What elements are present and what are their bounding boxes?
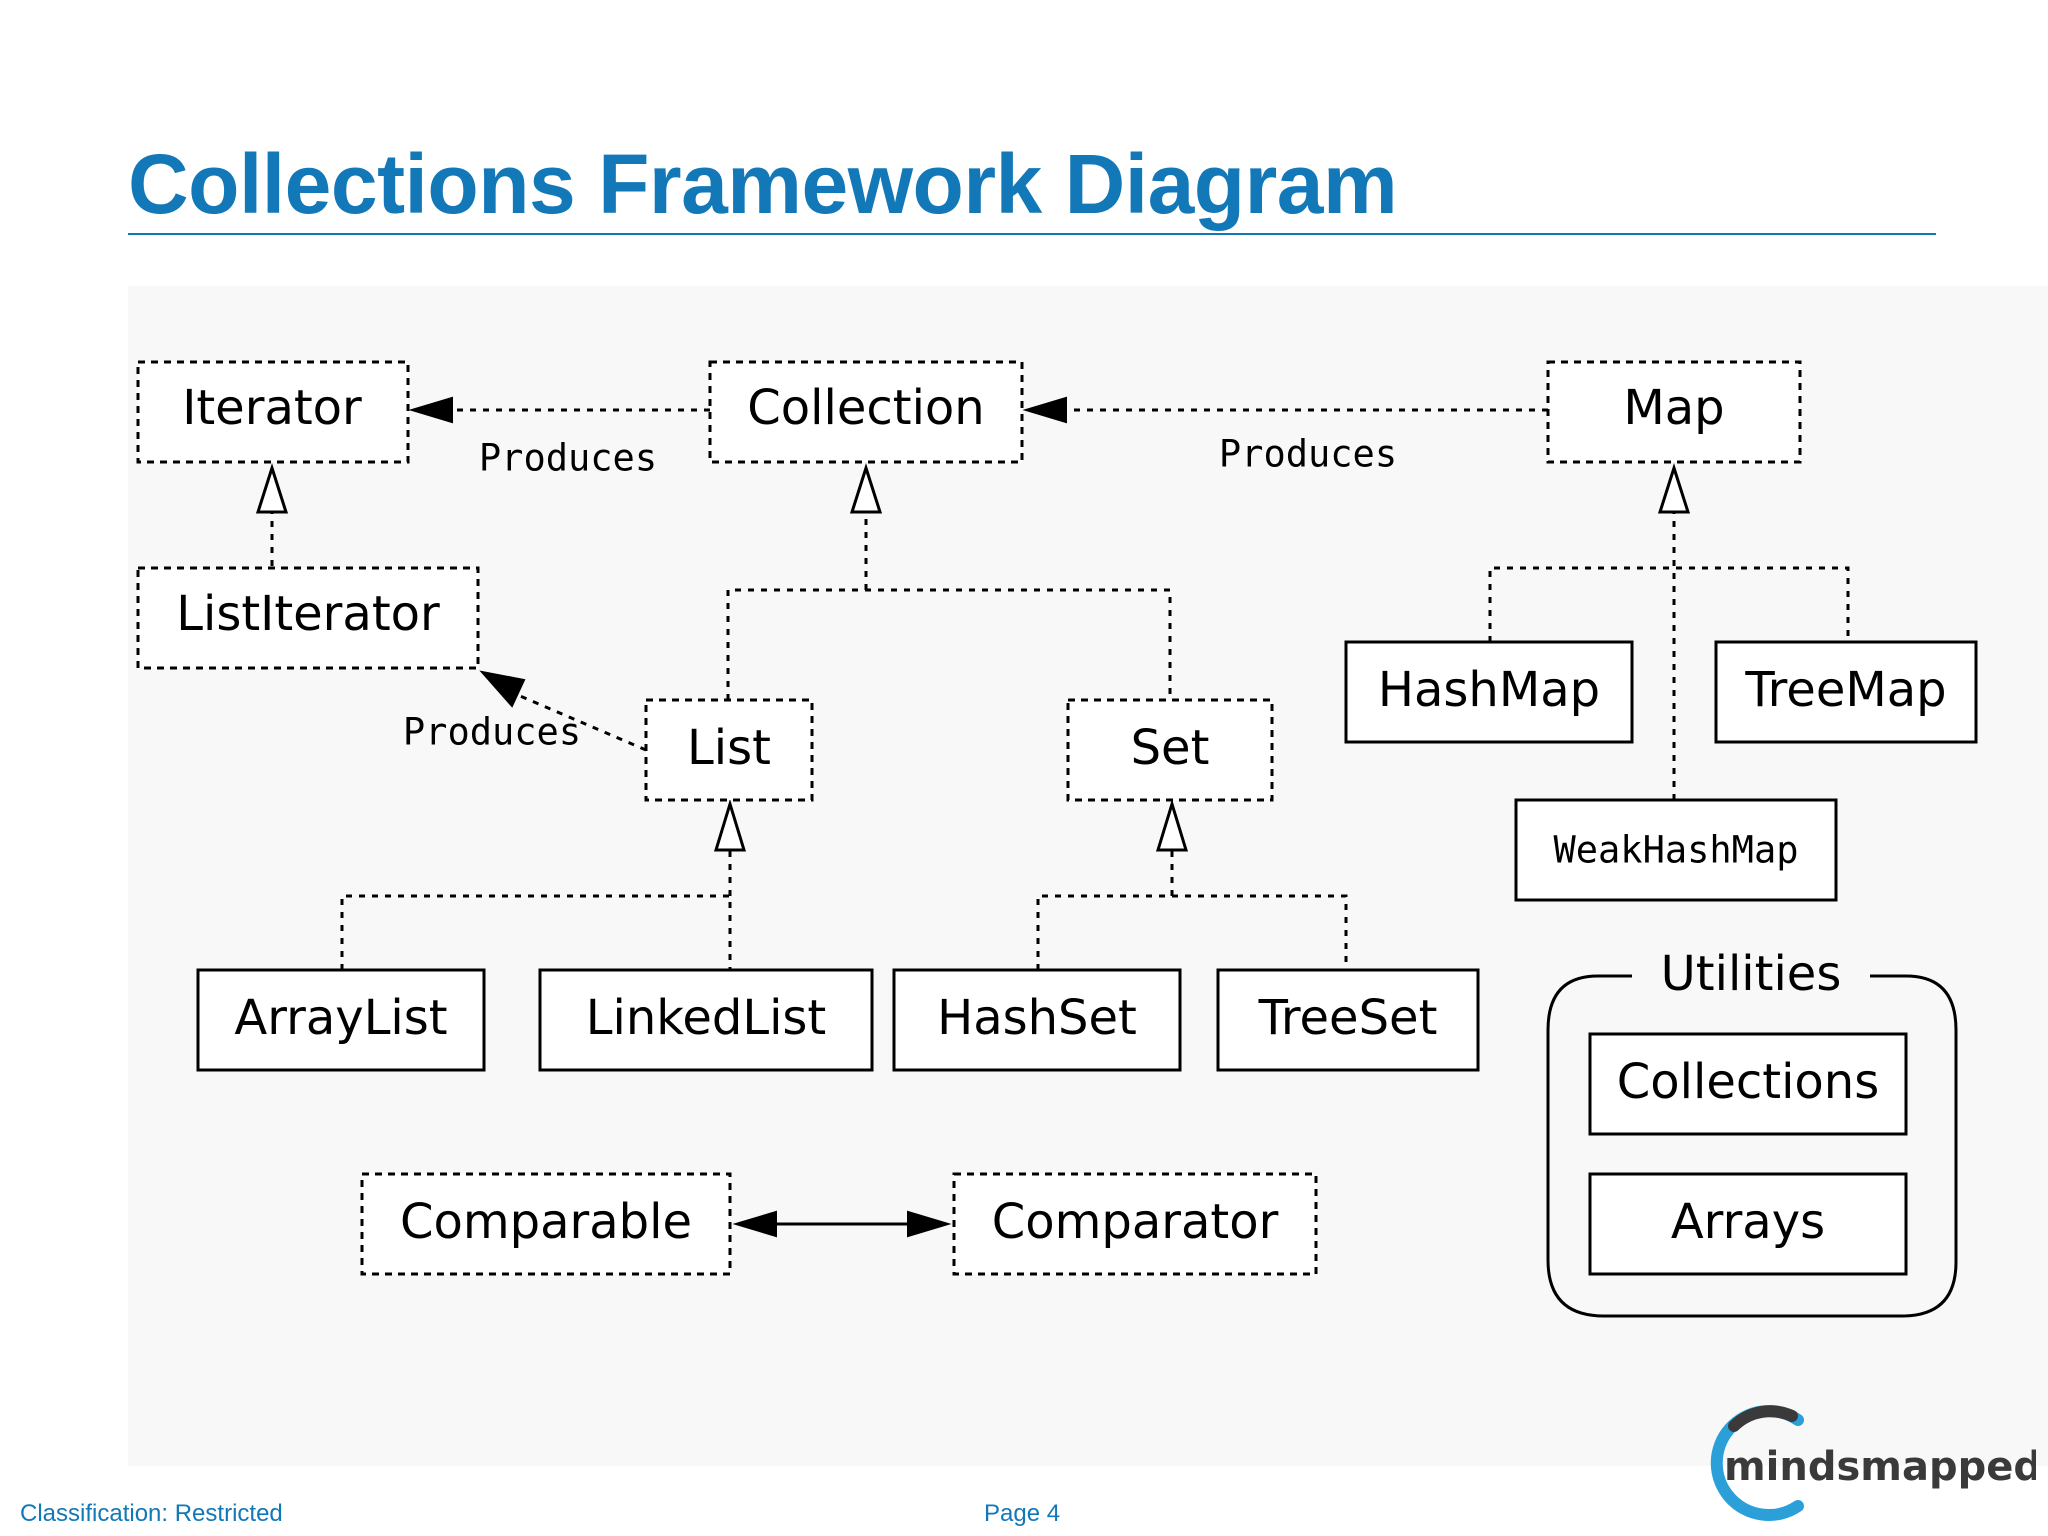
node-weakhashmap: WeakHashMap [1553,829,1798,872]
node-hashset-box [892,968,1182,1072]
node-map: Map [1623,380,1724,436]
node-listiterator: ListIterator [176,586,440,642]
node-hashmap: HashMap [1378,662,1600,718]
title-underline [128,233,1936,235]
label-produces-collection: Produces [1219,433,1397,476]
node-comparator-box [952,1172,1318,1276]
label-produces-iterator: Produces [479,437,657,480]
inherit-arrow-iterator [255,463,289,514]
arrowhead-comparator [907,1210,952,1238]
node-linkedlist-box [538,968,874,1072]
node-set: Set [1131,720,1210,776]
node-map-box [1546,360,1802,464]
arrowhead-listiterator [479,670,526,708]
node-hashmap-box [1344,640,1634,744]
inherit-arrow-map [1657,463,1691,514]
slide-title: Collections Framework Diagram [128,137,1398,231]
node-comparator: Comparator [992,1194,1279,1250]
node-linkedlist: LinkedList [586,990,827,1046]
utilities-group-border [1546,974,1958,1318]
node-collection: Collection [747,380,984,436]
edge-hashset-treeset [1036,894,1348,970]
edge-hashmap-treemap [1488,566,1850,642]
node-treeset: TreeSet [1258,990,1438,1046]
node-comparable-box [360,1172,732,1276]
node-collections: Collections [1617,1054,1879,1110]
node-listiterator-box [136,566,480,670]
node-arrays-box [1588,1172,1908,1276]
inherit-arrow-list [713,798,747,852]
node-arraylist-box [196,968,486,1072]
inherit-arrow-set [1155,798,1189,852]
footer-classification: Classification: Restricted [20,1500,283,1527]
inherit-arrow-collection [849,463,883,514]
node-treemap: TreeMap [1744,662,1946,718]
node-arraylist: ArrayList [234,990,447,1046]
node-list-box [644,698,814,802]
arrowhead-collection [1022,396,1067,424]
logo-text: mindsmapped [1724,1444,2036,1490]
node-arrays: Arrays [1671,1194,1825,1250]
edge-list-listiterator [519,694,647,752]
edge-list-set-collection [726,588,1172,700]
node-list: List [687,720,771,776]
node-treemap-box [1714,640,1978,744]
label-produces-listiterator: Produces [403,711,581,754]
logo-ring-dark [1728,1405,1798,1432]
utilities-group-label: Utilities [1661,946,1842,1002]
edge-arraylist-linkedlist [340,894,732,970]
footer-page-number: Page 4 [984,1500,1061,1527]
node-iterator-box [136,360,410,464]
node-collections-box [1588,1032,1908,1136]
node-iterator: Iterator [182,380,362,436]
arrowhead-comparable [732,1210,777,1238]
node-hashset: HashSet [937,990,1137,1046]
arrowhead-iterator [408,396,453,424]
node-treeset-box [1216,968,1480,1072]
node-collection-box [708,360,1024,464]
mindsmapped-logo: mindsmapped [1710,1405,2036,1521]
node-set-box [1066,698,1274,802]
node-comparable: Comparable [400,1194,692,1250]
node-weakhashmap-box [1514,798,1838,902]
